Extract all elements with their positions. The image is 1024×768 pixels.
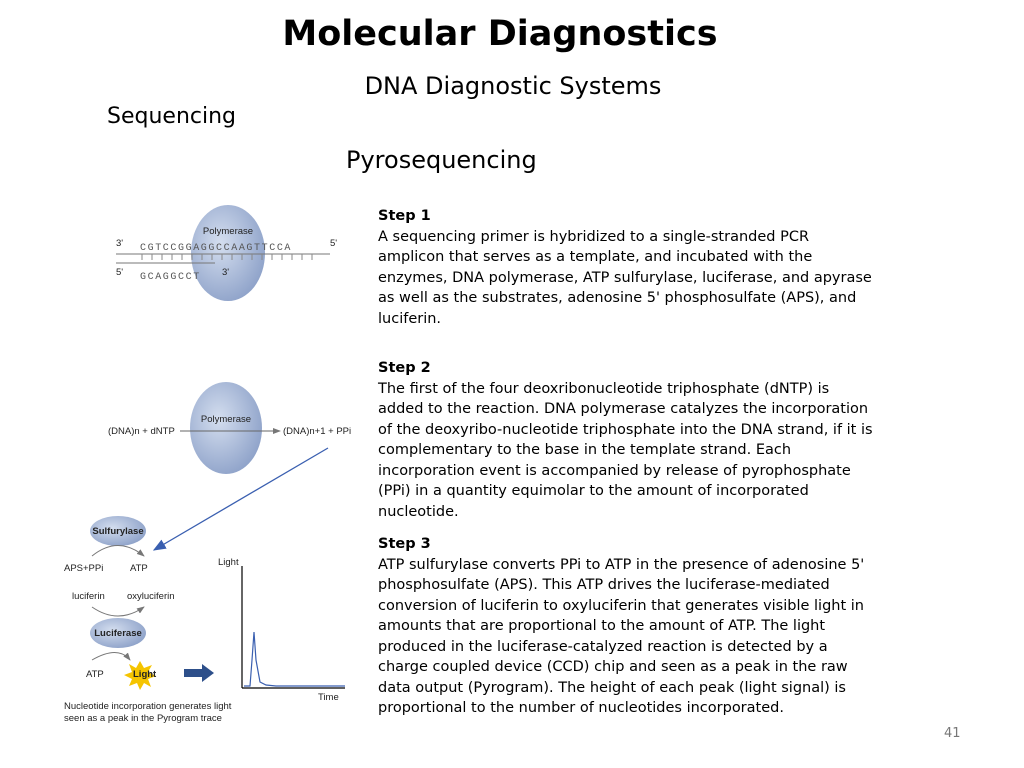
- polymerase-blob-2: [190, 382, 262, 474]
- step-3-heading: Step 3: [378, 536, 431, 552]
- atp-top-label: ATP: [130, 563, 148, 574]
- step-1-text: A sequencing primer is hybridized to a s…: [378, 228, 872, 327]
- step-1-block: Step 1 A sequencing primer is hybridized…: [378, 206, 878, 329]
- fig1-template-seq: CGTCCGGAGGCCAAGTTCCA: [140, 243, 292, 254]
- pyrosequencing-illustration: Polymerase 3' CGTCCGGAGGCCAAGTTCCA 5' 5'…: [64, 205, 351, 724]
- pyrogram-graph: Light Time: [218, 557, 345, 703]
- fig3-caption-line1: Nucleotide incorporation generates light: [64, 701, 232, 712]
- step-2-text: The first of the four deoxribonucleotide…: [378, 380, 873, 520]
- fig1-template-5prime: 5': [330, 238, 337, 249]
- pyrogram-peak: [244, 631, 345, 687]
- fig1-template-3prime: 3': [116, 238, 123, 249]
- luciferase-blob: [90, 618, 146, 648]
- method-heading: Pyrosequencing: [346, 146, 537, 174]
- pyrogram-y-label: Light: [218, 557, 239, 568]
- figure-3-light-cascade: Sulfurylase APS+PPi ATP luciferin oxyluc…: [64, 516, 232, 724]
- fig1-enzyme-label: Polymerase: [203, 226, 253, 237]
- ppi-connector-arrow: [152, 447, 329, 551]
- polymerase-blob-1: [191, 205, 265, 301]
- step-3-block: Step 3 ATP sulfurylase converts PPi to A…: [378, 534, 878, 719]
- figure-2-polymerase-reaction: Polymerase (DNA)n + dNTP (DNA)n+1 + PPi: [108, 382, 351, 474]
- fig2-right-label: (DNA)n+1 + PPi: [283, 426, 351, 437]
- luciferin-label: luciferin: [72, 591, 105, 602]
- luciferase-label: Luciferase: [94, 628, 142, 639]
- oxyluciferin-label: oxyluciferin: [127, 591, 175, 602]
- light-label: Light: [133, 669, 157, 680]
- fig3-caption-line2: seen as a peak in the Pyrogram trace: [64, 713, 222, 724]
- step-3-text: ATP sulfurylase converts PPi to ATP in t…: [378, 556, 865, 717]
- fig1-primer-3prime: 3': [222, 267, 229, 278]
- light-burst-icon: [124, 661, 156, 690]
- pyrogram-x-label: Time: [318, 692, 339, 703]
- aps-ppi-label: APS+PPi: [64, 563, 103, 574]
- page-number: 41: [944, 726, 961, 741]
- step-2-heading: Step 2: [378, 360, 431, 376]
- sulfurylase-label: Sulfurylase: [92, 526, 143, 537]
- fig2-left-label: (DNA)n + dNTP: [108, 426, 175, 437]
- section-label: Sequencing: [107, 104, 237, 129]
- atp-bottom-label: ATP: [86, 669, 104, 680]
- step-1-heading: Step 1: [378, 208, 431, 224]
- sulfurylase-blob: [90, 516, 146, 546]
- step-2-block: Step 2 The first of the four deoxribonuc…: [378, 358, 878, 522]
- slide-title: Molecular Diagnostics: [282, 14, 718, 54]
- fig2-enzyme-label: Polymerase: [201, 414, 251, 425]
- detect-arrow: [184, 664, 214, 682]
- fig1-primer-seq: GCAGGCCT: [140, 272, 201, 283]
- fig1-primer-5prime: 5': [116, 267, 123, 278]
- figure-1-polymerase-primer: Polymerase 3' CGTCCGGAGGCCAAGTTCCA 5' 5'…: [116, 205, 337, 301]
- slide-subtitle: DNA Diagnostic Systems: [364, 72, 662, 100]
